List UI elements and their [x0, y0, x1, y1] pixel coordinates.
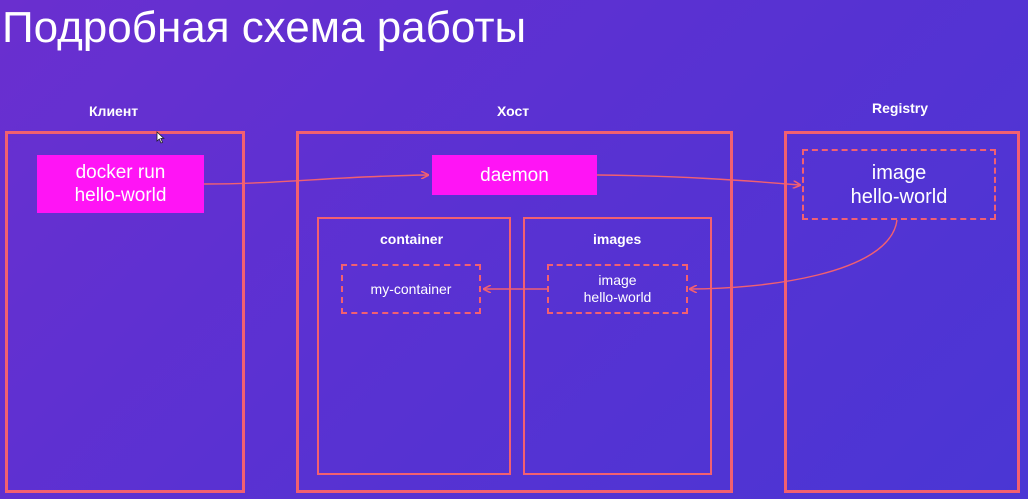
registry-image-line1: image	[871, 161, 927, 184]
daemon-box: daemon	[432, 155, 597, 195]
container-section	[317, 217, 511, 475]
daemon-label: daemon	[480, 164, 549, 186]
docker-run-line1: docker run	[75, 162, 166, 183]
client-column-label: Клиент	[89, 103, 139, 119]
docker-run-line2: hello-world	[74, 185, 167, 206]
my-container-label: my-container	[370, 281, 452, 297]
local-image-line2: hello-world	[583, 289, 652, 305]
mouse-pointer-icon	[156, 131, 165, 144]
host-column-label: Хост	[497, 103, 530, 119]
page-title: Подробная схема работы	[2, 3, 527, 52]
registry-panel	[784, 131, 1020, 493]
docker-run-command: docker run hello-world	[37, 155, 204, 213]
registry-image-box: image hello-world	[802, 149, 996, 220]
registry-column-label: Registry	[872, 100, 929, 116]
registry-image-line2: hello-world	[850, 185, 948, 208]
images-section	[523, 217, 712, 475]
container-section-label: container	[380, 231, 444, 247]
local-image-box: image hello-world	[547, 264, 688, 314]
my-container-box: my-container	[341, 264, 481, 314]
client-panel	[5, 131, 245, 493]
images-section-label: images	[593, 231, 642, 247]
host-panel	[296, 131, 733, 493]
local-image-line1: image	[598, 272, 637, 288]
